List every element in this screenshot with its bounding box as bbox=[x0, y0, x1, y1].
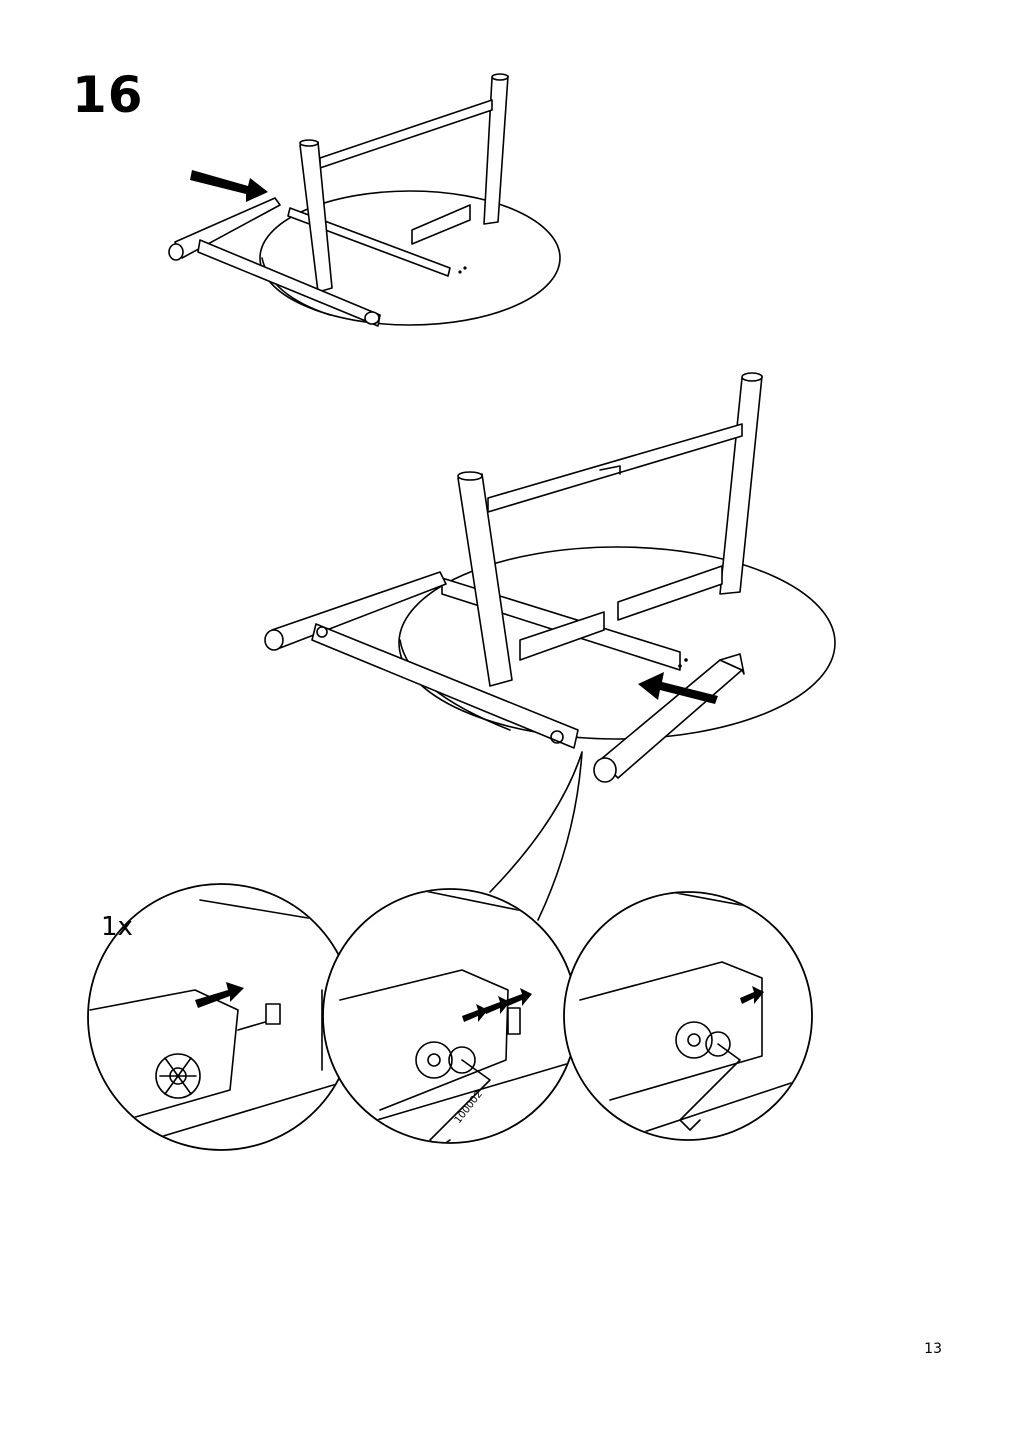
callout-lines bbox=[489, 751, 583, 921]
detail-circle-1 bbox=[87, 883, 355, 1151]
push-arrow-icon bbox=[190, 170, 268, 202]
quantity-label: 1x bbox=[101, 912, 133, 942]
detail-circle-3 bbox=[563, 891, 813, 1141]
page-number: 13 bbox=[924, 1341, 942, 1357]
overview-small-table bbox=[168, 73, 561, 327]
main-table-view bbox=[264, 372, 836, 783]
insert-leg-arrow-icon bbox=[638, 672, 718, 704]
step-number: 16 bbox=[72, 66, 144, 124]
detail-circle-2: 100002 bbox=[322, 888, 578, 1144]
